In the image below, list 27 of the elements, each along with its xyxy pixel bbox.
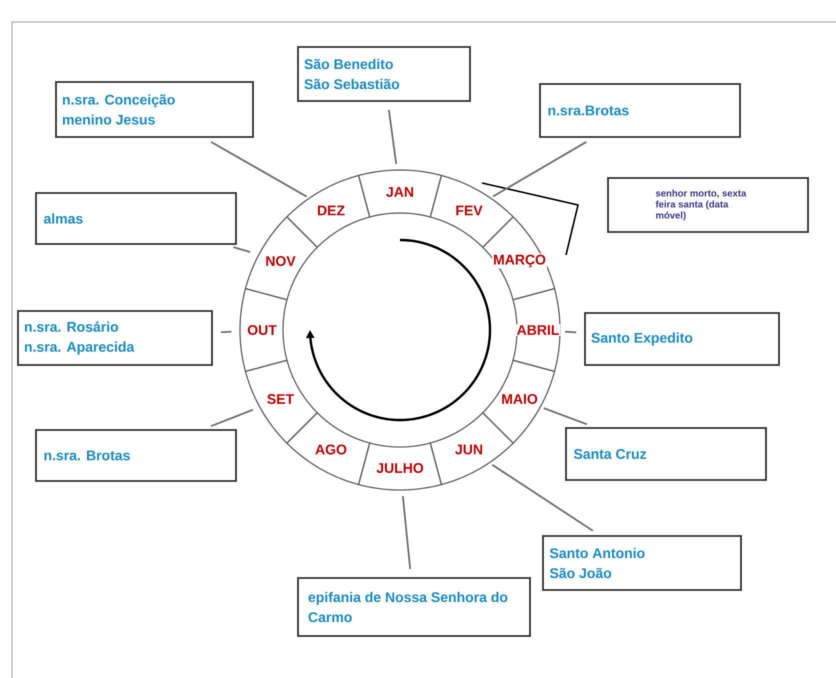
saint-box: epifania de Nossa Senhora do Carmo [297,577,531,637]
saint-box: n.sra. Rosário n.sra. Aparecida [17,310,213,366]
connector-line [402,496,412,570]
connector-line [565,330,576,334]
saint-box: almas [35,192,237,245]
month-segment: OUT [239,288,288,372]
connector-line [492,141,587,198]
connector-line [210,141,308,198]
month-segment: JAN [358,169,442,218]
connector-line [388,110,398,164]
saint-box: senhor morto, sexta feira santa (data móvel) [607,177,809,233]
connector-line [210,408,254,428]
connector-line [220,330,232,334]
connector-line [492,464,594,532]
month-segment: ABRIL [512,288,561,372]
saint-box: Santa Cruz [565,427,767,481]
saint-box: Santo Antonio São João [542,535,742,591]
saint-box: Santo Expedito [584,312,780,366]
month-segment: FEV [430,174,514,248]
month-segment: MAIO [482,360,556,444]
saint-box: n.sra. Conceição menino Jesus [55,81,254,138]
connector-line [233,246,250,253]
month-segment: JULHO [358,442,442,491]
connector-line [543,407,588,426]
saint-box: n.sra. Brotas [35,429,237,482]
saint-box: n.sra.Brotas [539,83,741,138]
saint-box: São Benedito São Sebastião [297,46,471,102]
